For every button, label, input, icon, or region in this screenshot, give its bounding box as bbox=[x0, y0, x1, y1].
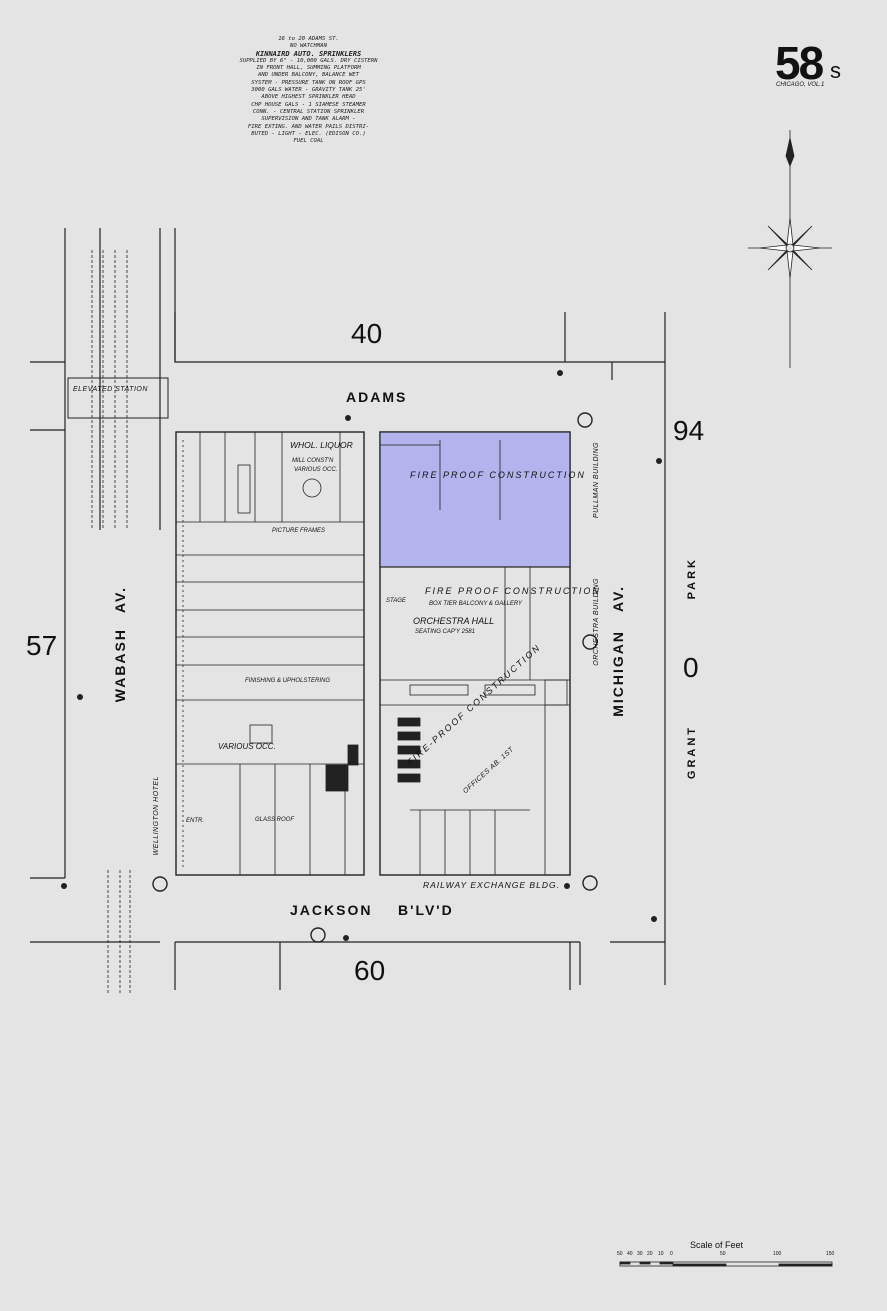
scale-tick: 50 bbox=[720, 1251, 726, 1257]
scale-tick: 40 bbox=[627, 1251, 633, 1257]
scale-tick: 150 bbox=[826, 1251, 835, 1257]
street-wabash: WABASH bbox=[112, 628, 128, 703]
compass-rose-icon bbox=[748, 130, 832, 368]
note-line: SYSTEM - PRESSURE TANK ON ROOF GPS bbox=[251, 79, 366, 86]
seating-label: SEATING CAP'Y 2581 bbox=[415, 629, 475, 635]
note-line: 3000 GALS WATER - GRAVITY TANK 25' bbox=[251, 87, 366, 94]
whol-liquor-label: WHOL. LIQUOR bbox=[290, 440, 353, 450]
sheet-subtitle: CHICAGO, VOL.1 bbox=[776, 82, 825, 88]
sheet-number: 58 bbox=[775, 37, 824, 89]
orchestra-hall-label: ORCHESTRA HALL bbox=[413, 616, 495, 626]
wellington-hotel-label: WELLINGTON HOTEL bbox=[153, 776, 160, 856]
elevated-station-outline bbox=[67, 377, 169, 419]
note-line: AND UNDER BALCONY, BALANCE WET bbox=[257, 72, 360, 79]
note-line: NO WATCHMAN bbox=[289, 43, 328, 50]
fire-proof-label-north: FIRE PROOF CONSTRUCTION bbox=[410, 470, 586, 480]
railway-exchange-label: RAILWAY EXCHANGE BLDG. bbox=[423, 880, 560, 890]
hydrants bbox=[152, 412, 598, 943]
entr-label: ENTR. bbox=[186, 818, 204, 824]
block-number-east: 94 bbox=[673, 415, 705, 446]
note-line: 16 to 20 ADAMS ST. bbox=[278, 36, 339, 42]
scale-tick: 20 bbox=[647, 1251, 653, 1257]
dh-markers bbox=[61, 370, 662, 941]
block-number-park: 0 bbox=[683, 652, 699, 683]
block-number-west: 57 bbox=[26, 630, 58, 661]
fire-proof-label-middle: FIRE PROOF CONSTRUCTION bbox=[425, 586, 601, 596]
finishing-label: FINISHING & UPHOLSTERING bbox=[245, 678, 331, 684]
note-line: KINNAIRD AUTO. SPRINKLERS bbox=[255, 49, 362, 58]
mill-const-label: MILL CONST'N bbox=[292, 458, 334, 464]
stage-label: STAGE bbox=[386, 598, 406, 604]
scale-title: Scale of Feet bbox=[690, 1240, 744, 1250]
note-line: CHP HOUSE GALS - 1 SIAMESE STEAMER bbox=[251, 101, 366, 108]
note-line: CONN. - CENTRAL STATION SPRINKLER bbox=[252, 108, 365, 115]
street-adams: ADAMS bbox=[346, 389, 408, 405]
scale-bar bbox=[619, 1261, 833, 1267]
scale-tick: 10 bbox=[658, 1251, 664, 1257]
sprinkler-notes: 16 to 20 ADAMS ST. NO WATCHMAN KINNAIRD … bbox=[236, 36, 381, 145]
park-grant: GRANT bbox=[686, 725, 698, 780]
street-wabash-suffix: AV. bbox=[112, 586, 128, 614]
glass-roof-label: GLASS ROOF bbox=[255, 817, 295, 823]
note-line: SUPERVISION AND TANK ALARM - bbox=[261, 116, 356, 123]
lot-divisions-west bbox=[176, 432, 364, 875]
various-occ-label: VARIOUS OCC. bbox=[294, 467, 338, 473]
sheet-suffix: s bbox=[830, 58, 841, 83]
scale-tick: 30 bbox=[637, 1251, 643, 1257]
street-jackson-suffix: B'LV'D bbox=[398, 902, 454, 918]
note-line: FIRE EXTING. AND WATER PAILS DISTRI- bbox=[247, 123, 370, 130]
scale-tick: 0 bbox=[670, 1251, 673, 1257]
note-line: IN FRONT HALL, SUMMING PLATFORM bbox=[256, 65, 361, 72]
street-lines bbox=[30, 228, 666, 995]
scale-tick: 100 bbox=[773, 1251, 782, 1257]
street-michigan: MICHIGAN bbox=[610, 630, 626, 717]
box-tier-label: BOX TIER BALCONY & GALLERY bbox=[429, 601, 523, 607]
orchestra-building-label: ORCHESTRA BUILDING bbox=[593, 578, 600, 666]
lot-divisions-east bbox=[380, 440, 570, 875]
highlighted-lot bbox=[379, 431, 571, 568]
note-line: BUTED - LIGHT - ELEC. (EDISON CO.) bbox=[251, 130, 366, 137]
note-line: FUEL COAL bbox=[293, 138, 324, 145]
street-michigan-suffix: AV. bbox=[610, 585, 626, 613]
picture-frames-label: PICTURE FRAMES bbox=[272, 528, 326, 534]
note-line: ABOVE HIGHEST SPRINKLER HEAD bbox=[261, 94, 356, 101]
street-jackson: JACKSON bbox=[290, 902, 373, 918]
park-suffix: PARK bbox=[686, 557, 698, 600]
scale-tick: 50 bbox=[617, 1251, 623, 1257]
note-line: SUPPLIED BY 6" - 10,000 GALS. DRY CISTER… bbox=[239, 57, 378, 64]
elevated-station-label: ELEVATED STATION bbox=[73, 386, 148, 393]
pullman-building-label: PULLMAN BUILDING bbox=[593, 442, 600, 519]
block-number-north: 40 bbox=[351, 318, 383, 349]
various-occ-label-2: VARIOUS OCC. bbox=[218, 742, 276, 751]
block-number-south: 60 bbox=[354, 955, 386, 986]
